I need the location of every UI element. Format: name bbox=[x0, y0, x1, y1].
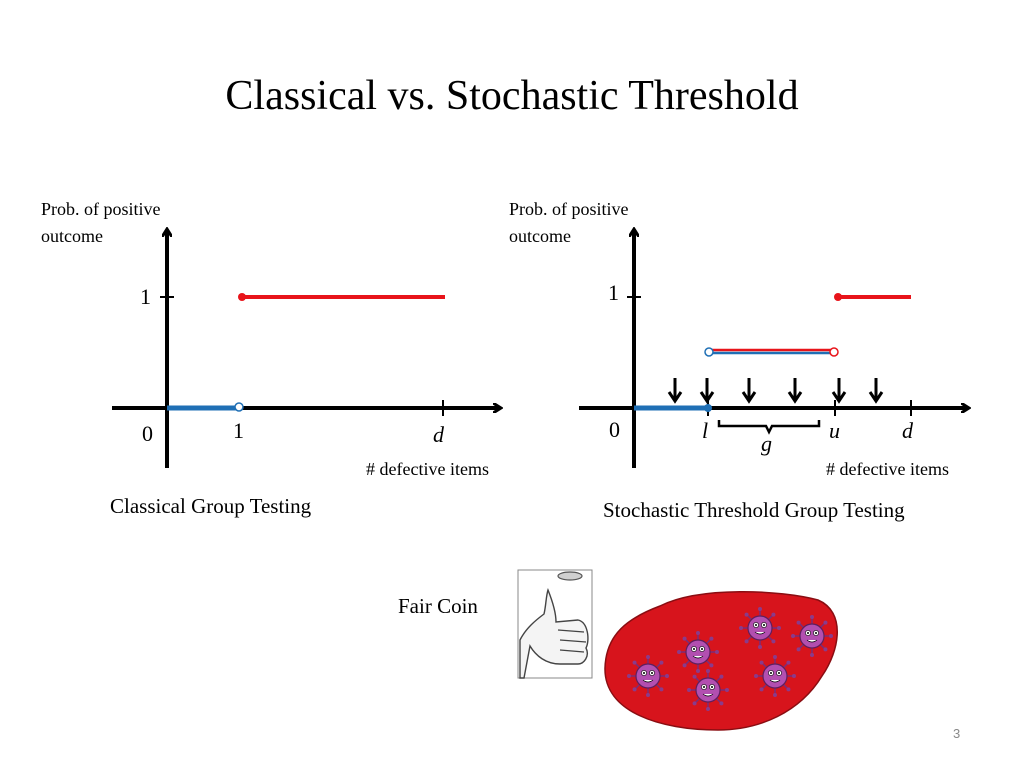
virus-icon bbox=[791, 615, 833, 657]
down-arrows bbox=[667, 378, 884, 404]
down-arrow-icon bbox=[868, 378, 884, 404]
right-ylabel-line2: outcome bbox=[509, 226, 571, 246]
right-xlabel: # defective items bbox=[826, 459, 949, 479]
right-caption: Stochastic Threshold Group Testing bbox=[603, 498, 905, 522]
left-chart bbox=[112, 230, 500, 468]
virus-icon bbox=[627, 655, 669, 697]
left-closed-point bbox=[238, 293, 246, 301]
right-chart bbox=[579, 230, 968, 468]
left-ylabel-line2: outcome bbox=[41, 226, 103, 246]
left-ylabel: Prob. of positive outcome bbox=[41, 196, 161, 250]
right-y-tick-label: 1 bbox=[608, 280, 619, 305]
right-ylabel-line1: Prob. of positive bbox=[509, 199, 629, 219]
right-middle-open-right bbox=[829, 347, 839, 357]
down-arrow-icon bbox=[667, 378, 683, 404]
virus-icon bbox=[754, 655, 796, 697]
right-middle-open-left bbox=[704, 347, 714, 357]
left-x-tick-one: 1 bbox=[233, 418, 244, 443]
page-number: 3 bbox=[953, 726, 961, 741]
right-x-tick-g: g bbox=[761, 431, 772, 456]
fair-coin-label: Fair Coin bbox=[398, 594, 478, 618]
left-caption: Classical Group Testing bbox=[110, 494, 312, 518]
left-open-point bbox=[234, 402, 244, 412]
left-x-tick-d: d bbox=[433, 422, 444, 447]
gap-brace bbox=[717, 420, 821, 435]
left-ylabel-line1: Prob. of positive bbox=[41, 199, 161, 219]
virus-blob-icon bbox=[604, 591, 838, 731]
down-arrow-icon bbox=[699, 378, 715, 404]
right-closed-point bbox=[834, 293, 842, 301]
slide-title: Classical vs. Stochastic Threshold bbox=[225, 73, 799, 119]
right-origin-label: 0 bbox=[609, 417, 620, 442]
right-x-tick-d: d bbox=[902, 418, 913, 443]
virus-layer bbox=[627, 607, 833, 711]
virus-icon bbox=[687, 669, 729, 711]
virus-icon bbox=[739, 607, 781, 649]
down-arrow-icon bbox=[741, 378, 757, 404]
hand-coin-icon bbox=[517, 569, 593, 679]
virus-icon bbox=[677, 631, 719, 673]
right-x-tick-u: u bbox=[829, 418, 840, 443]
left-origin-label: 0 bbox=[142, 421, 153, 446]
left-y-tick-label: 1 bbox=[140, 284, 151, 309]
down-arrow-icon bbox=[831, 378, 847, 404]
right-l-point bbox=[704, 404, 712, 412]
down-arrow-icon bbox=[787, 378, 803, 404]
right-ylabel: Prob. of positive outcome bbox=[509, 196, 629, 250]
left-xlabel: # defective items bbox=[366, 459, 489, 479]
right-x-tick-l: l bbox=[702, 418, 709, 443]
